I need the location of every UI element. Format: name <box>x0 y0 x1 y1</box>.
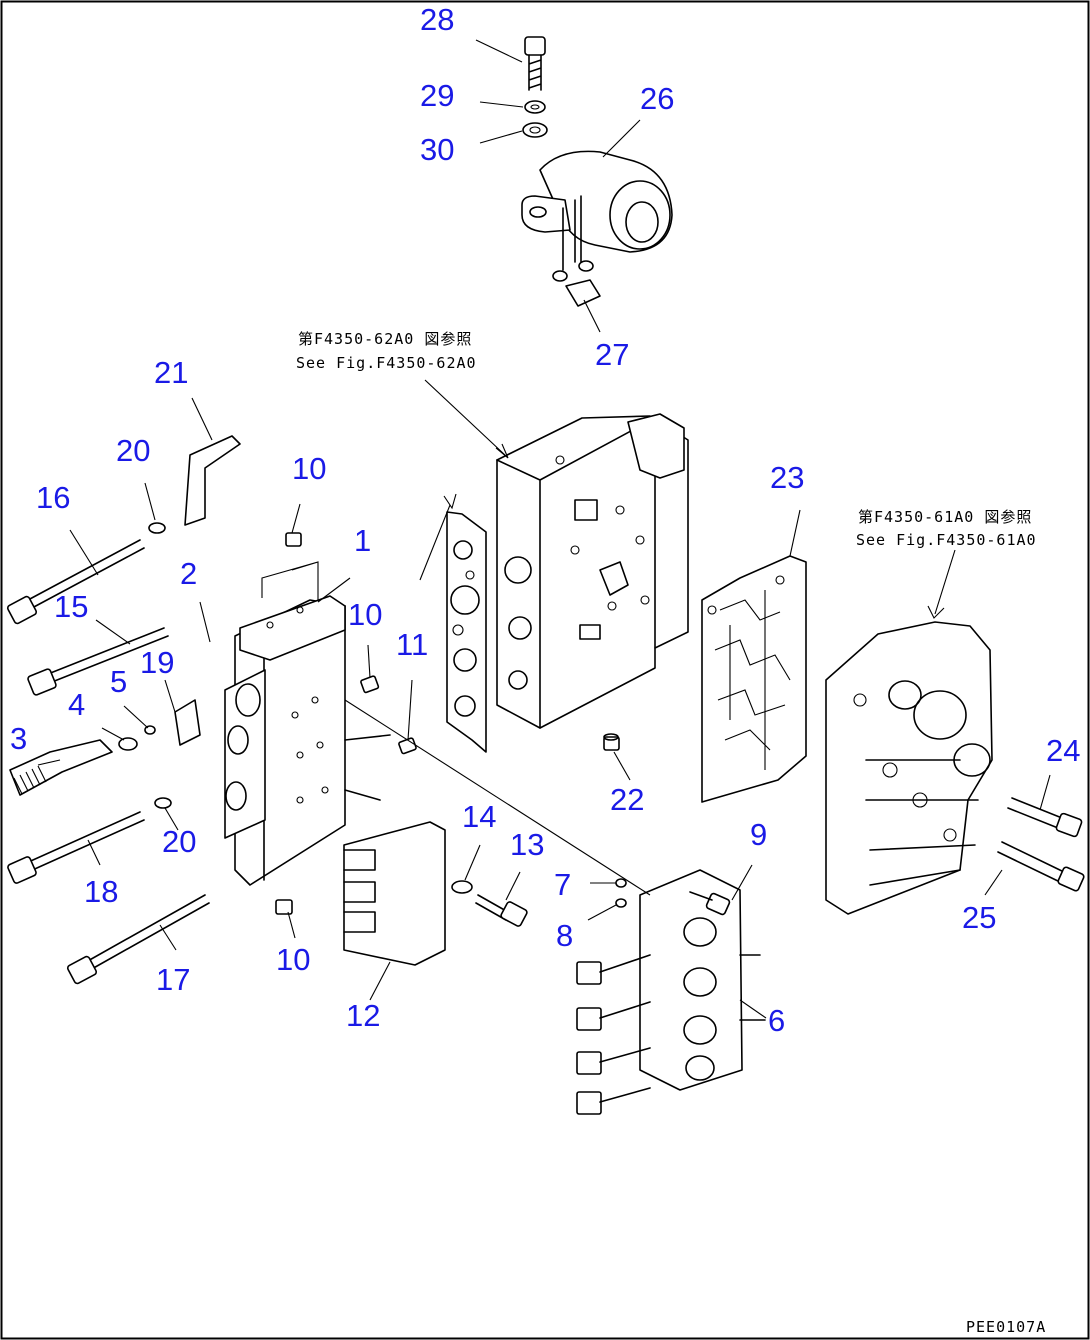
callout-13[interactable]: 13 <box>510 827 544 862</box>
reference-note-1-line2: See Fig.F4350-62A0 <box>296 354 477 372</box>
part-plug-10-bottom[interactable] <box>275 899 293 915</box>
callout-1[interactable]: 1 <box>354 523 371 558</box>
part-bolt-13[interactable] <box>475 894 528 927</box>
part-cover-12[interactable] <box>343 821 446 966</box>
part-valve-body-1[interactable] <box>224 599 391 886</box>
callout-9[interactable]: 9 <box>750 817 767 852</box>
callout-10-mid[interactable]: 10 <box>348 597 382 632</box>
callout-10-top[interactable]: 10 <box>292 451 326 486</box>
part-pin-8[interactable] <box>615 898 627 908</box>
part-valve-body-right[interactable] <box>825 621 993 915</box>
part-washer-20-top[interactable] <box>148 522 166 534</box>
callout-19[interactable]: 19 <box>140 645 174 680</box>
part-spring-4[interactable] <box>118 737 138 751</box>
part-washer-29[interactable] <box>524 100 546 114</box>
part-gasket-left[interactable] <box>446 511 487 753</box>
callout-29[interactable]: 29 <box>420 78 454 113</box>
part-bolt-16[interactable] <box>6 539 145 625</box>
callout-4[interactable]: 4 <box>68 687 85 722</box>
callout-24[interactable]: 24 <box>1046 733 1080 768</box>
callout-14[interactable]: 14 <box>462 799 496 834</box>
part-plug-22[interactable] <box>603 733 620 751</box>
callout-10-bottom[interactable]: 10 <box>276 942 310 977</box>
part-spool-3[interactable] <box>9 739 113 796</box>
part-bolt-18[interactable] <box>7 811 145 884</box>
part-bolt-9[interactable] <box>689 891 731 916</box>
part-cover-1-top[interactable] <box>239 595 346 661</box>
part-washer-14[interactable] <box>451 880 473 894</box>
callout-23[interactable]: 23 <box>770 460 804 495</box>
part-bolt-17[interactable] <box>66 894 210 985</box>
callout-16[interactable]: 16 <box>36 480 70 515</box>
reference-note-1-line1: 第F4350-62A0 図参照 <box>298 330 472 348</box>
part-solenoid-26[interactable] <box>521 150 673 271</box>
callout-20-top[interactable]: 20 <box>116 433 150 468</box>
part-bracket-21[interactable] <box>184 435 241 526</box>
drawing-code: PEE0107A <box>966 1318 1046 1336</box>
part-washer-30[interactable] <box>522 122 548 138</box>
part-pin-5[interactable] <box>144 725 156 735</box>
callout-18[interactable]: 18 <box>84 874 118 909</box>
callouts: 28 29 30 26 27 21 20 16 10 1 2 15 10 11 … <box>10 2 1080 1038</box>
callout-26[interactable]: 26 <box>640 81 674 116</box>
part-plug-10-top[interactable] <box>285 532 302 547</box>
callout-12[interactable]: 12 <box>346 998 380 1033</box>
part-valve-body-center[interactable] <box>496 413 689 729</box>
callout-11[interactable]: 11 <box>396 627 428 662</box>
part-plug-11[interactable] <box>398 737 417 755</box>
part-plug-10-mid[interactable] <box>360 675 380 694</box>
callout-15[interactable]: 15 <box>54 589 88 624</box>
part-bolt-24[interactable] <box>1007 797 1083 838</box>
callout-30[interactable]: 30 <box>420 132 454 167</box>
part-bolt-25[interactable] <box>997 841 1085 892</box>
part-separator-plate-23[interactable] <box>701 555 807 803</box>
part-connector-27[interactable] <box>552 260 601 307</box>
part-bolt-15[interactable] <box>27 627 169 696</box>
callout-8[interactable]: 8 <box>556 918 573 953</box>
part-stopper-19[interactable] <box>174 699 201 746</box>
part-pin-7[interactable] <box>615 878 627 888</box>
reference-note-2-line2: See Fig.F4350-61A0 <box>856 531 1037 549</box>
leader-lines <box>37 39 1051 1019</box>
part-solenoid-block-6[interactable] <box>576 869 766 1115</box>
callout-7[interactable]: 7 <box>554 867 571 902</box>
callout-3[interactable]: 3 <box>10 721 27 756</box>
callout-21[interactable]: 21 <box>154 355 188 390</box>
callout-6[interactable]: 6 <box>768 1003 785 1038</box>
callout-5[interactable]: 5 <box>110 664 127 699</box>
callout-20-bottom[interactable]: 20 <box>162 824 196 859</box>
reference-note-2-line1: 第F4350-61A0 図参照 <box>858 508 1032 526</box>
part-washer-20-bottom[interactable] <box>154 797 172 809</box>
callout-25[interactable]: 25 <box>962 900 996 935</box>
callout-27[interactable]: 27 <box>595 337 629 372</box>
part-bolt-28[interactable] <box>524 36 546 91</box>
callout-22[interactable]: 22 <box>610 782 644 817</box>
callout-17[interactable]: 17 <box>156 962 190 997</box>
callout-28[interactable]: 28 <box>420 2 454 37</box>
callout-2[interactable]: 2 <box>180 556 197 591</box>
